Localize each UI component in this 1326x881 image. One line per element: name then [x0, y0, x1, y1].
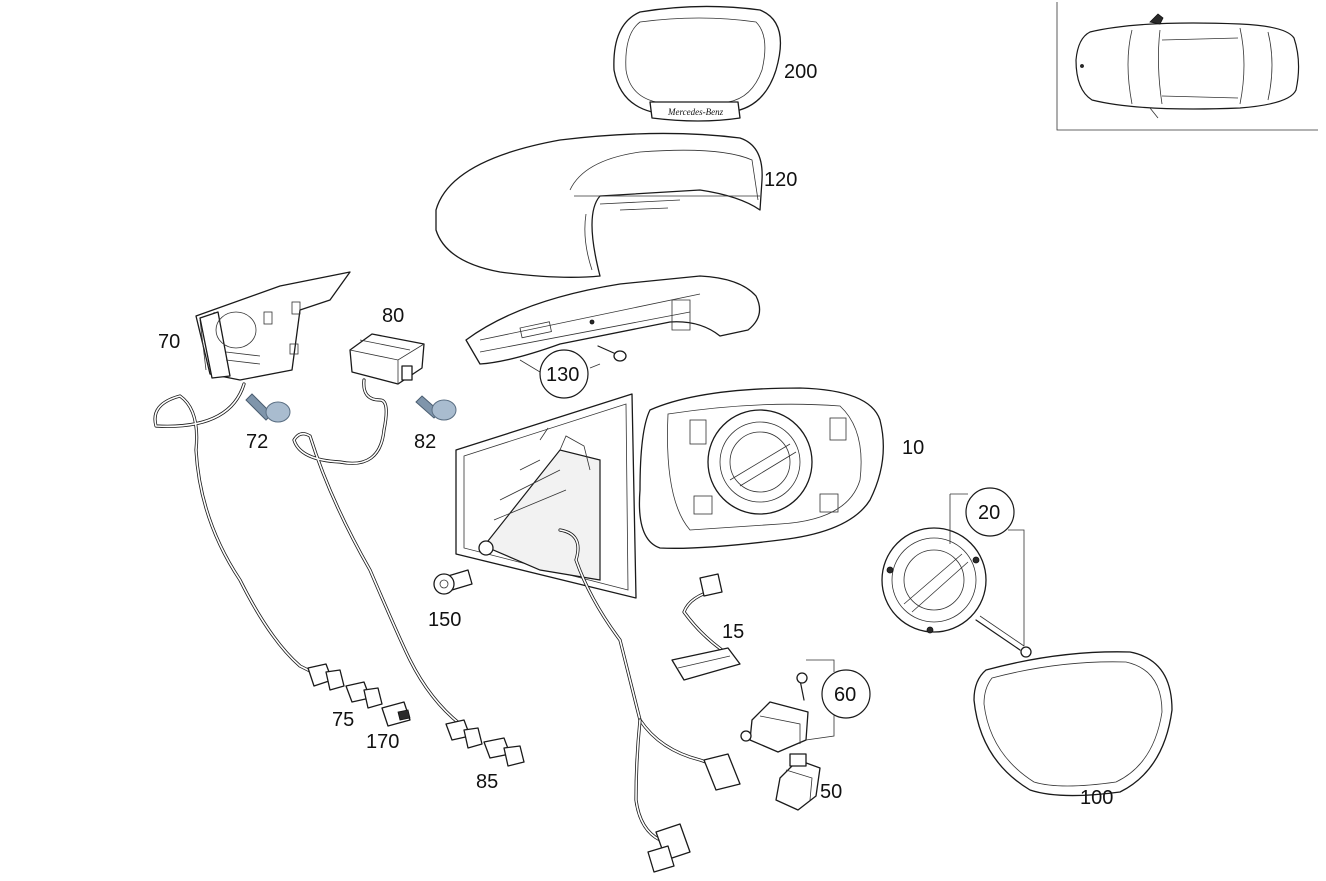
logo-text: Mercedes-Benz	[667, 107, 724, 117]
cable-harness-75	[153, 382, 383, 709]
label-80: 80	[382, 305, 404, 327]
part-60-connector	[740, 672, 809, 753]
vehicle-locator-inset	[1056, 2, 1318, 131]
car-top-view-icon	[1075, 13, 1300, 119]
part-20-adjustment-motor	[881, 527, 987, 634]
part-130-screw	[597, 345, 627, 362]
label-150: 150	[428, 609, 461, 631]
part-200-mirror-cover	[613, 5, 782, 122]
part-130-turn-signal	[465, 275, 761, 365]
label-82: 82	[414, 431, 436, 453]
part-80-control-module	[349, 333, 425, 385]
leader-lines	[519, 359, 1025, 741]
part-10-mirror-frame	[638, 387, 884, 549]
label-75: 75	[332, 709, 354, 731]
part-120-mirror-housing	[435, 132, 763, 278]
label-120: 120	[764, 169, 797, 191]
part-50-connector	[775, 753, 821, 811]
part-72-screw	[245, 393, 291, 423]
callout-circle-20	[965, 487, 1015, 537]
part-150-bolt	[433, 569, 473, 595]
part-170-connector	[381, 701, 411, 727]
label-60: 60	[834, 684, 856, 706]
part-100-mirror-glass	[973, 651, 1173, 797]
label-15: 15	[722, 621, 744, 643]
label-170: 170	[366, 731, 399, 753]
label-100: 100	[1080, 787, 1113, 809]
label-70: 70	[158, 331, 180, 353]
part-70-bracket	[195, 271, 351, 381]
part-20-screw	[975, 615, 1032, 658]
part-15-lamp	[671, 573, 741, 681]
label-50: 50	[820, 781, 842, 803]
label-20: 20	[978, 502, 1000, 524]
main-wire-harness	[558, 528, 741, 873]
label-130: 130	[546, 364, 579, 386]
label-72: 72	[246, 431, 268, 453]
mirror-base-plate	[455, 393, 637, 599]
label-200: 200	[784, 61, 817, 83]
cable-harness-85	[292, 378, 525, 767]
callout-circle-60	[821, 669, 871, 719]
callout-circle-130	[539, 349, 589, 399]
label-85: 85	[476, 771, 498, 793]
label-10: 10	[902, 437, 924, 459]
part-82-screw	[415, 395, 457, 421]
